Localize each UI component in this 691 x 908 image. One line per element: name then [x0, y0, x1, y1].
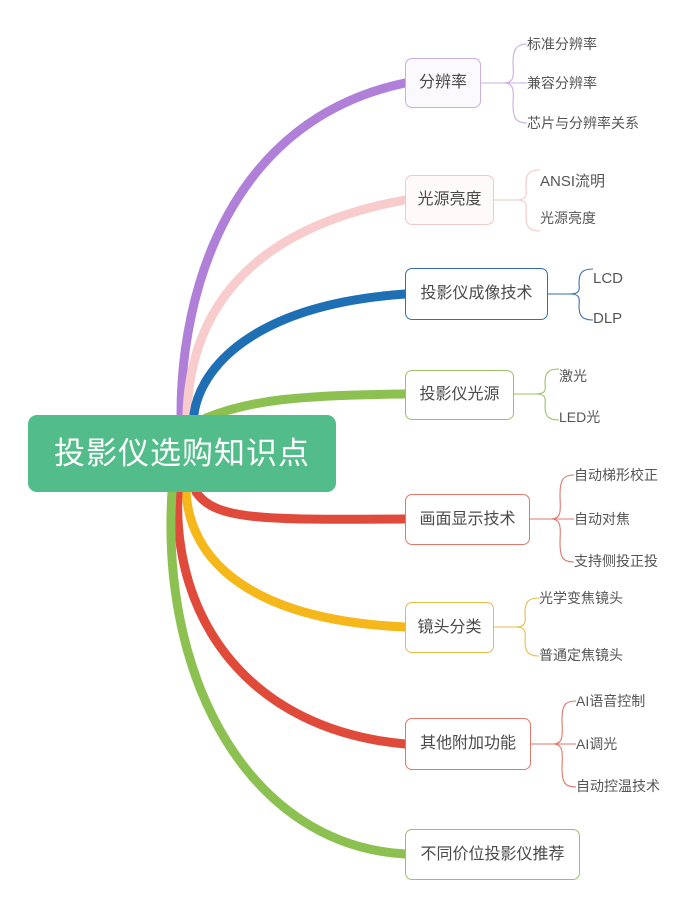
branch-node-label: 画面显示技术 [419, 510, 516, 528]
branch-node-label: 投影仪成像技术 [420, 285, 533, 302]
leaf-bracket-2-2 [516, 199, 541, 232]
branch-node-lens-category[interactable]: 镜头分类 [405, 602, 494, 653]
leaf-bracket-3-1 [569, 268, 594, 295]
root-node-label: 投影仪选购知识点 [54, 436, 310, 471]
branch-node-label: 投影仪光源 [419, 386, 500, 403]
leaf-label-standard-resolution[interactable]: 标准分辨率 [527, 36, 597, 52]
leaf-bracket-7-3 [552, 743, 577, 788]
trunk-curve-5 [191, 487, 410, 524]
leaf-label-chip-resolution-relation[interactable]: 芯片与分辨率关系 [527, 115, 639, 131]
branch-node-label: 分辨率 [418, 74, 467, 91]
branch-node-label: 不同价位投影仪推荐 [420, 845, 565, 863]
branch-node-display-tech[interactable]: 画面显示技术 [405, 494, 530, 545]
branch-node-label: 其他附加功能 [419, 735, 516, 752]
trunk-curve-6 [181, 487, 410, 632]
leaf-label-optical-zoom-lens[interactable]: 光学变焦镜头 [539, 590, 623, 606]
branch-node-label: 光源亮度 [417, 191, 482, 208]
trunk-curve-3 [189, 289, 410, 419]
leaf-bracket-3-2 [569, 293, 594, 321]
leaf-label-ai-dimming[interactable]: AI调光 [576, 736, 618, 752]
branch-node-label: 镜头分类 [417, 618, 482, 636]
leaf-label-led-light[interactable]: LED光 [559, 409, 601, 425]
leaf-label-fixed-focus-lens[interactable]: 普通定焦镜头 [539, 647, 623, 663]
leaf-label-ansi-lumens[interactable]: ANSI流明 [540, 173, 606, 190]
branch-node-light-source[interactable]: 投影仪光源 [405, 370, 514, 420]
root-node[interactable]: 投影仪选购知识点 [28, 415, 336, 492]
leaf-bracket-2-1 [516, 169, 541, 201]
leaf-label-auto-temp-control[interactable]: 自动控温技术 [576, 778, 660, 794]
leaf-label-auto-focus[interactable]: 自动对焦 [574, 511, 630, 527]
leaf-bracket-6-2 [515, 626, 540, 657]
leaf-label-auto-keystone[interactable]: 自动梯形校正 [574, 467, 658, 483]
leaf-label-ai-voice-control[interactable]: AI语音控制 [576, 693, 646, 709]
leaf-label-dlp[interactable]: DLP [593, 310, 623, 327]
branch-node-extra-features[interactable]: 其他附加功能 [405, 718, 531, 770]
leaf-bracket-5-3 [550, 518, 575, 563]
branch-node-price-recommendation[interactable]: 不同价位投影仪推荐 [405, 829, 580, 880]
leaf-bracket-5-1 [550, 474, 575, 520]
leaf-bracket-4-1 [535, 368, 560, 395]
branch-node-resolution[interactable]: 分辨率 [405, 58, 481, 108]
branch-node-light-brightness[interactable]: 光源亮度 [405, 175, 494, 225]
trunk-curve-1 [176, 78, 410, 419]
leaf-label-compatible-resolution[interactable]: 兼容分辨率 [527, 75, 597, 91]
leaf-bracket-1-3 [503, 82, 528, 124]
leaf-bracket-1-1 [503, 43, 528, 84]
leaf-bracket-6-1 [515, 597, 540, 628]
branch-node-imaging-tech[interactable]: 投影仪成像技术 [405, 268, 548, 320]
leaf-label-laser[interactable]: 激光 [559, 368, 587, 384]
leaf-label-side-front-projection[interactable]: 支持侧投正投 [574, 553, 658, 569]
leaf-bracket-7-1 [552, 700, 577, 745]
trunk-curve-8 [166, 487, 410, 859]
leaf-bracket-4-2 [535, 393, 560, 421]
leaf-label-lcd[interactable]: LCD [593, 270, 624, 287]
trunk-curve-7 [173, 487, 410, 749]
leaf-label-light-source-brightness[interactable]: 光源亮度 [540, 210, 596, 226]
trunk-curve-2 [182, 195, 410, 419]
